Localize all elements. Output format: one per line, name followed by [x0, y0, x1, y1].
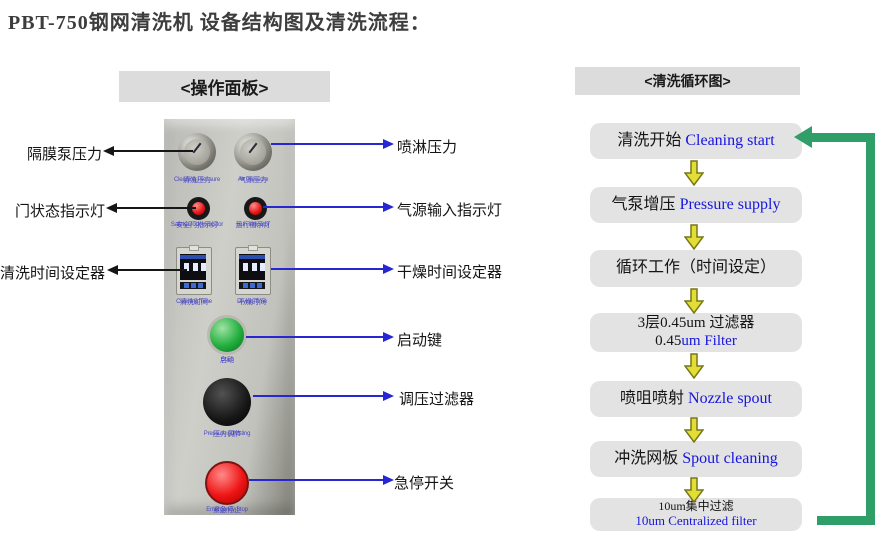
- callout-door-status-indicator: 门状态指示灯: [14, 203, 105, 220]
- start-button: [207, 315, 247, 355]
- arrowhead-right-icon: [383, 391, 394, 401]
- gauge-face: [184, 139, 210, 165]
- callout-diaphragm-pump-pressure: 隔膜泵压力: [26, 146, 102, 163]
- safety-door-indicator-light: [187, 197, 210, 220]
- arrowhead-right-icon: [383, 202, 394, 212]
- flow-section-header: <清洗循环图>: [575, 67, 800, 95]
- cleaning-pressure-gauge-icon: [178, 133, 216, 171]
- callout-line: [271, 268, 383, 270]
- arrowhead-right-icon: [383, 139, 394, 149]
- flow-step-cycle-work: 循环工作（时间设定）: [590, 250, 802, 287]
- timer-screen: [180, 254, 206, 280]
- timer-buttons: [180, 282, 206, 289]
- arrowhead-left-icon: [103, 146, 114, 156]
- arrowhead-right-icon: [383, 332, 394, 342]
- callout-line: [253, 395, 383, 397]
- timer-digit: [260, 263, 265, 271]
- emergency-stop-button: [205, 461, 249, 505]
- timer-buttons: [239, 282, 265, 289]
- loop-arrow-bottom-arm: [817, 516, 875, 525]
- callout-cleaning-time-setter: 清洗时间设定器: [0, 265, 106, 282]
- down-arrow-icon: [684, 477, 704, 503]
- arrowhead-right-icon: [383, 475, 394, 485]
- loop-arrowhead-icon: [794, 126, 812, 148]
- panel-section-header: <操作面板>: [119, 71, 330, 102]
- flow-step-045um-filter: 3层0.45um 过滤器 0.45um Filter: [590, 313, 802, 352]
- timer-tab: [189, 245, 199, 251]
- callout-pressure-filter: 调压过滤器: [399, 391, 475, 408]
- callout-line: [249, 479, 383, 481]
- callout-emergency-stop-switch: 急停开关: [394, 475, 455, 492]
- cleaning-timer: [176, 245, 212, 295]
- timer-digit: [243, 263, 248, 271]
- control-panel-photo: 清洗压力 Cleaning Pressure 气源压力 Air Pressure…: [164, 119, 295, 515]
- callout-line: [246, 336, 383, 338]
- callout-start-key: 启动键: [397, 332, 443, 349]
- timer-digit: [252, 263, 257, 271]
- down-arrow-icon: [684, 224, 704, 250]
- gauge-face: [240, 139, 266, 165]
- arrowhead-left-icon: [107, 265, 118, 275]
- flow-step-pressure-supply: 气泵增压 Pressure supply: [590, 187, 802, 223]
- callout-line: [113, 150, 193, 152]
- flow-step-cleaning-start: 清洗开始 Cleaning start: [590, 123, 802, 159]
- timer-digit: [184, 263, 189, 271]
- loop-arrow-vertical: [866, 133, 875, 525]
- timer-strip: [239, 255, 265, 259]
- flow-step-10um-filter: 10um集中过滤 10um Centralized filter: [590, 498, 802, 531]
- flow-step-nozzle-spout: 喷咀喷射 Nozzle spout: [590, 381, 802, 417]
- timer-tab: [248, 245, 258, 251]
- timer-screen: [239, 254, 265, 280]
- callout-line: [117, 269, 187, 271]
- callout-air-input-indicator: 气源输入指示灯: [397, 202, 503, 219]
- callout-line: [263, 206, 383, 208]
- red-lamp: [192, 202, 205, 215]
- callout-drying-time-setter: 干燥时间设定器: [397, 264, 503, 281]
- callout-line: [116, 207, 196, 209]
- pressure-adjusting-knob: [203, 378, 251, 426]
- loop-arrow-top-arm: [810, 133, 870, 142]
- callout-spray-pressure: 喷淋压力: [397, 139, 458, 156]
- down-arrow-icon: [684, 353, 704, 379]
- down-arrow-icon: [684, 160, 704, 186]
- timer-digit: [201, 263, 206, 271]
- red-lamp: [249, 202, 262, 215]
- drying-timer: [235, 245, 271, 295]
- arrowhead-left-icon: [106, 203, 117, 213]
- page-title: PBT-750钢网清洗机 设备结构图及清洗流程：: [8, 12, 431, 34]
- down-arrow-icon: [684, 417, 704, 443]
- run-indicator-light: [244, 197, 267, 220]
- callout-line: [271, 143, 383, 145]
- timer-digit: [193, 263, 198, 271]
- arrowhead-right-icon: [383, 264, 394, 274]
- timer-strip: [180, 255, 206, 259]
- down-arrow-icon: [684, 288, 704, 314]
- flow-step-spout-cleaning: 冲洗网板 Spout cleaning: [590, 441, 802, 477]
- air-pressure-gauge-icon: [234, 133, 272, 171]
